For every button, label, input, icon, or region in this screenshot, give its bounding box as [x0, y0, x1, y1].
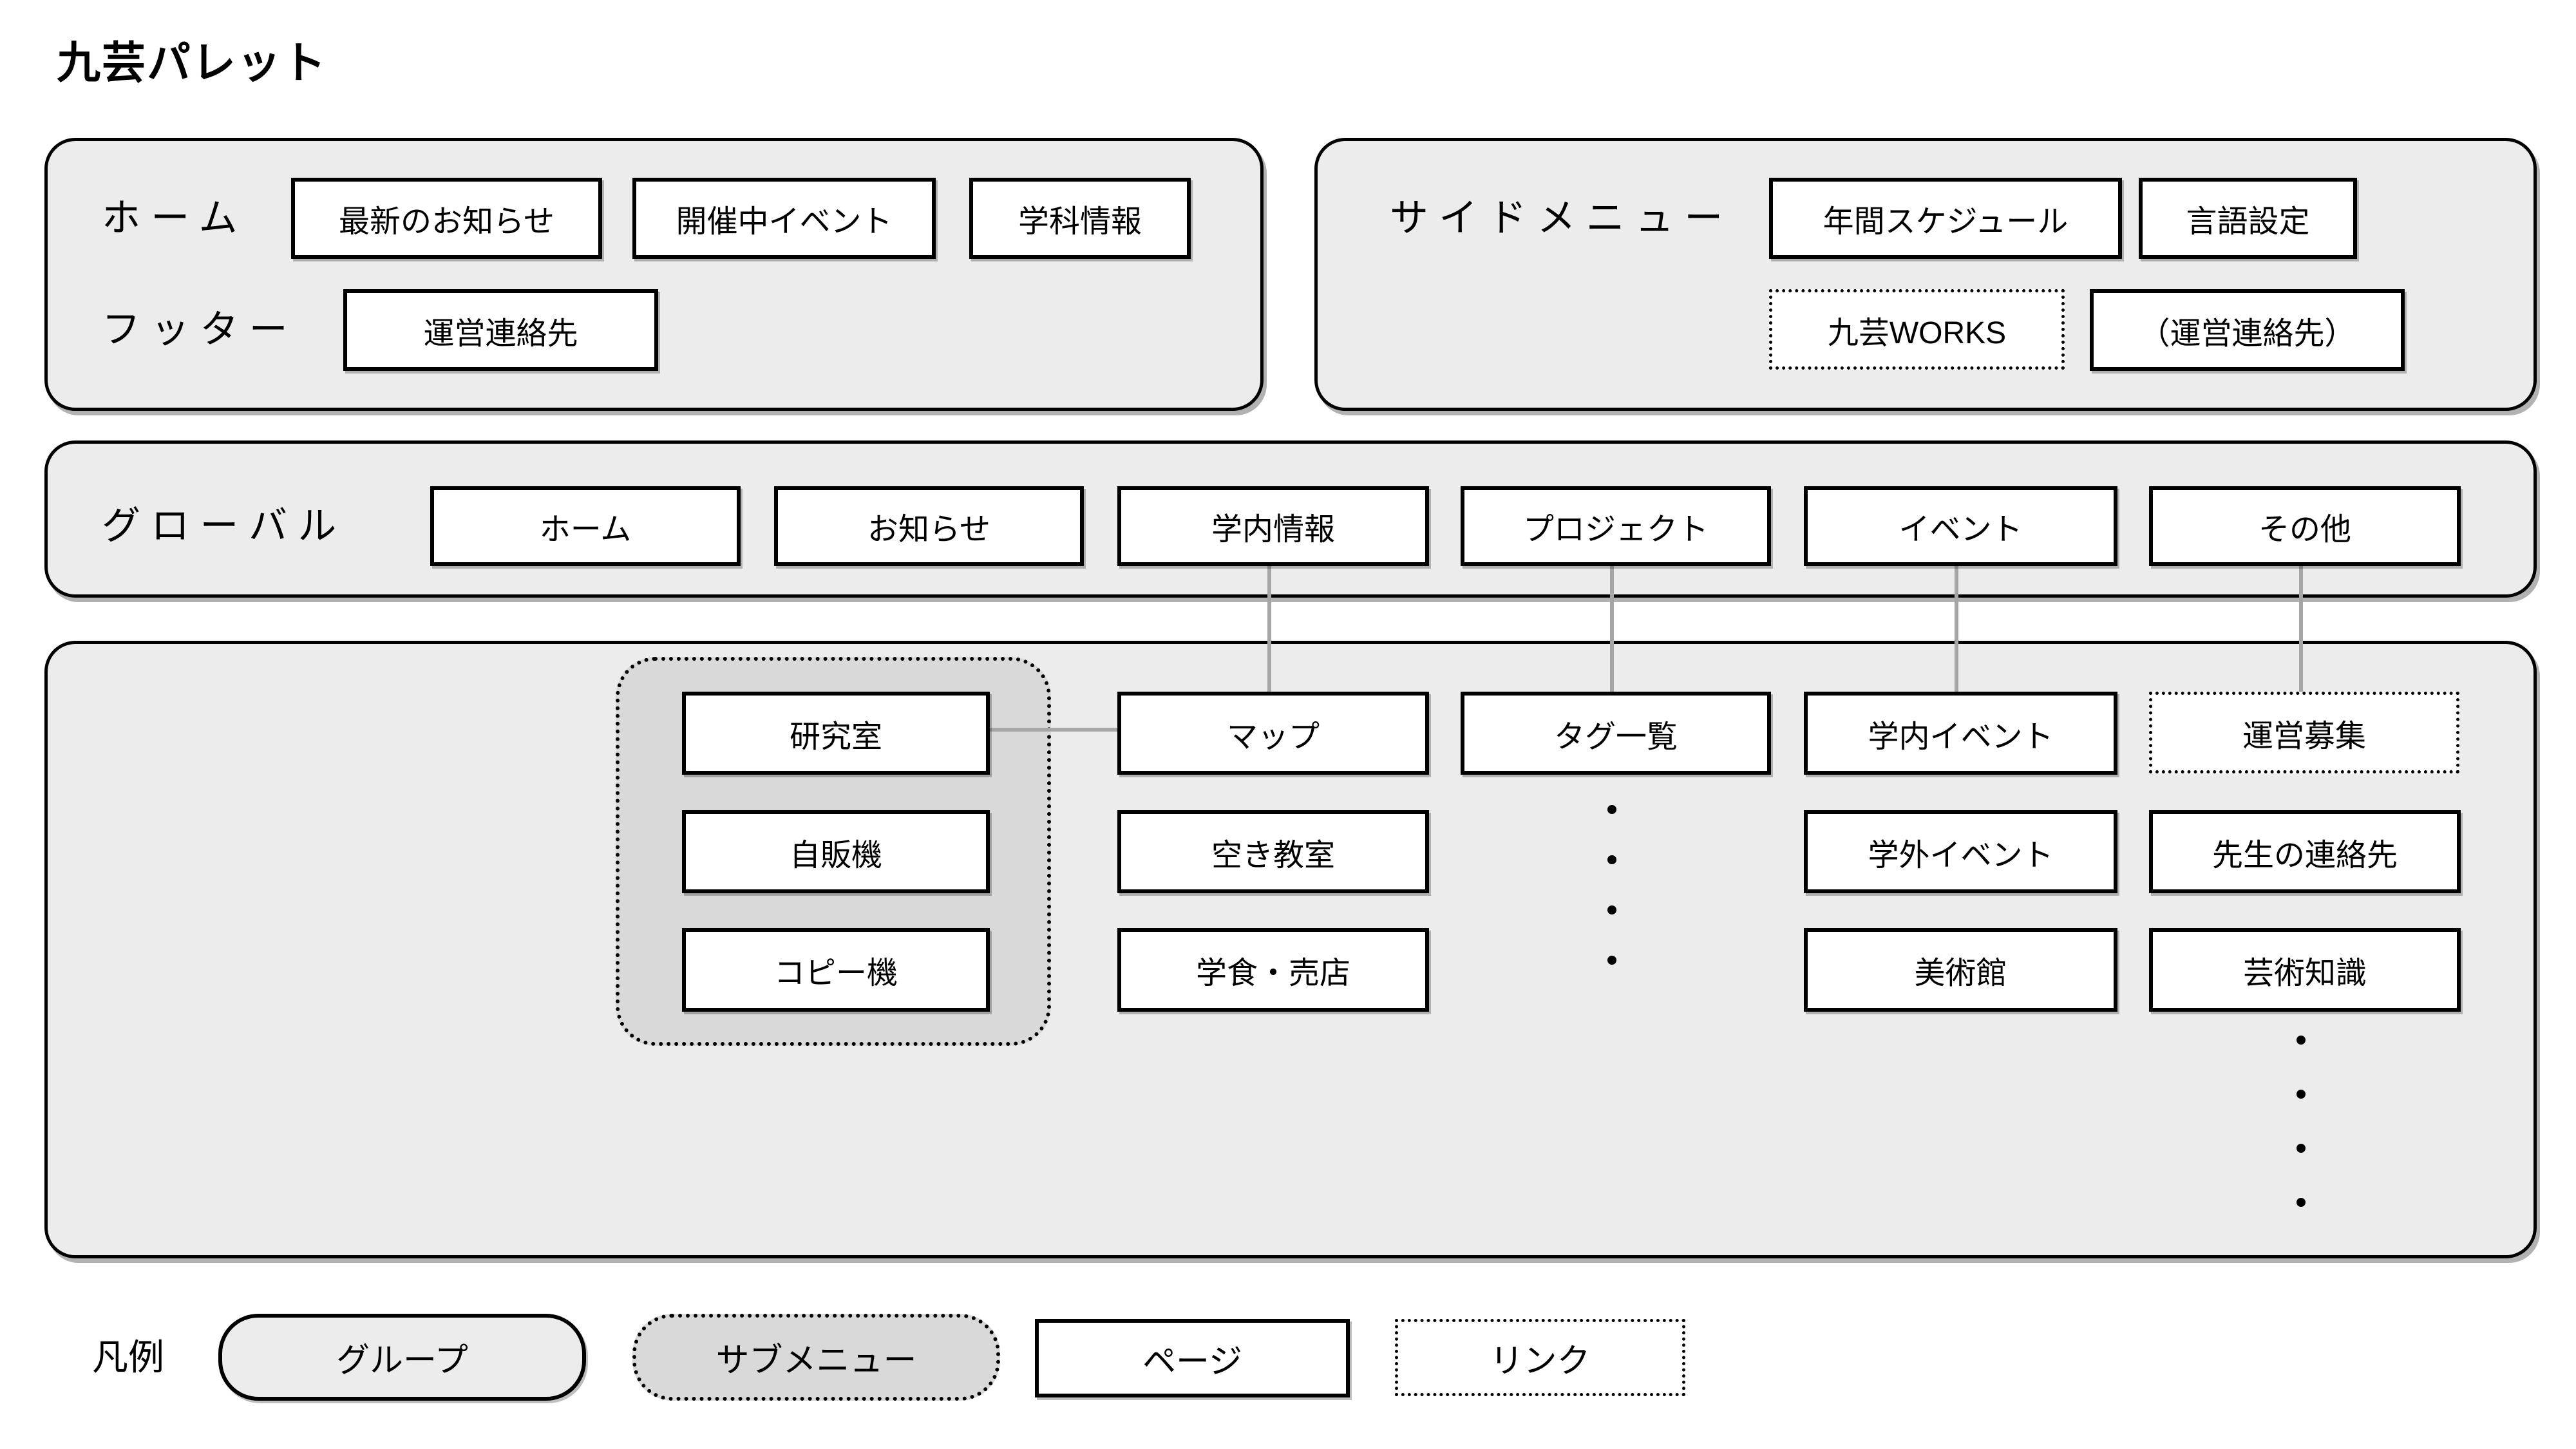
- node-teacher-contacts: 先生の連絡先: [2149, 810, 2461, 893]
- node-campus-events: 学内イベント: [1804, 692, 2117, 775]
- ellipsis-dot: [2297, 1198, 2306, 1207]
- global-nav-project: プロジェクト: [1461, 486, 1771, 566]
- connector-project: [1610, 558, 1614, 692]
- node-art-knowledge: 芸術知識: [2149, 928, 2461, 1012]
- page-title: 九芸パレット: [57, 39, 328, 88]
- connector-event: [1955, 558, 1958, 692]
- label-global-nav: グローバル: [102, 504, 347, 547]
- label-side-menu: サイドメニュー: [1390, 196, 1734, 240]
- legend-submenu: サブメニュー: [632, 1314, 1000, 1401]
- node-annual-schedule: 年間スケジュール: [1769, 178, 2122, 259]
- node-latest-news: 最新のお知らせ: [291, 178, 602, 259]
- legend-group: グループ: [218, 1314, 586, 1401]
- legend-link: リンク: [1395, 1319, 1685, 1396]
- global-nav-other: その他: [2149, 486, 2461, 566]
- legend-page: ページ: [1035, 1319, 1350, 1397]
- global-nav-home: ホーム: [430, 486, 741, 566]
- label-home-row: ホーム: [102, 196, 248, 240]
- node-copier: コピー機: [682, 928, 990, 1012]
- node-admin-contact-ref: （運営連絡先）: [2090, 289, 2405, 371]
- node-admin-contact-footer: 運営連絡先: [343, 289, 658, 371]
- node-off-campus-events: 学外イベント: [1804, 810, 2117, 893]
- connector-lab-to-map: [982, 728, 1117, 732]
- node-cafeteria-shop: 学食・売店: [1117, 928, 1429, 1012]
- node-language-setting: 言語設定: [2139, 178, 2357, 259]
- node-vending-machine: 自販機: [682, 810, 990, 893]
- node-current-events: 開催中イベント: [632, 178, 936, 259]
- node-staff-recruit-link: 運営募集: [2149, 692, 2459, 773]
- node-map: マップ: [1117, 692, 1429, 775]
- ellipsis-dot: [2297, 1036, 2306, 1045]
- global-nav-news: お知らせ: [774, 486, 1084, 566]
- node-open-classrooms: 空き教室: [1117, 810, 1429, 893]
- global-nav-campus-info: 学内情報: [1117, 486, 1429, 566]
- label-footer-row: フッター: [102, 308, 298, 351]
- ellipsis-dot: [1607, 855, 1616, 864]
- node-lab: 研究室: [682, 692, 990, 775]
- node-kyugei-works-link: 九芸WORKS: [1769, 289, 2065, 370]
- node-tag-list: タグ一覧: [1461, 692, 1771, 775]
- ellipsis-dot: [2297, 1144, 2306, 1153]
- ellipsis-dot: [1607, 905, 1616, 914]
- ellipsis-dot: [1607, 805, 1616, 814]
- label-legend: 凡例: [92, 1336, 164, 1378]
- ellipsis-dot: [2297, 1090, 2306, 1099]
- global-nav-event: イベント: [1804, 486, 2117, 566]
- ellipsis-dot: [1607, 956, 1616, 965]
- connector-other: [2299, 558, 2303, 692]
- node-art-museum: 美術館: [1804, 928, 2117, 1012]
- node-department-info: 学科情報: [969, 178, 1191, 259]
- connector-campus-info: [1267, 558, 1271, 692]
